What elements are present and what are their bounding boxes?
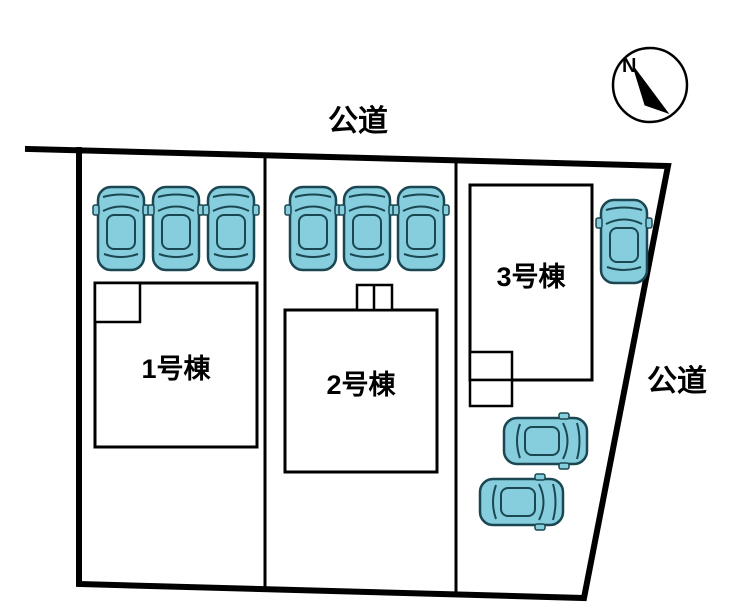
- building-2-outline: [283, 283, 439, 474]
- building-3-outline: [468, 183, 594, 408]
- building-2-label: 2号棟: [326, 370, 396, 400]
- car-icon: [146, 185, 206, 272]
- north-arrow-icon: [632, 65, 670, 115]
- car-icon: [283, 185, 343, 272]
- road-label-top: 公道: [328, 105, 388, 138]
- car-icon: [502, 411, 589, 471]
- car-icon: [391, 185, 451, 272]
- north-label: N: [622, 55, 636, 77]
- car-icon: [91, 185, 151, 272]
- building-3-label: 3号棟: [496, 262, 566, 292]
- building-1-label: 1号棟: [141, 354, 211, 384]
- road-label-right: 公道: [647, 365, 707, 398]
- car-icon: [337, 185, 397, 272]
- car-icon: [478, 472, 565, 532]
- building-1-outline: [93, 281, 259, 449]
- compass: N: [611, 46, 689, 124]
- car-icon: [201, 185, 261, 272]
- car-icon: [594, 198, 654, 285]
- compass-ring: [611, 46, 689, 124]
